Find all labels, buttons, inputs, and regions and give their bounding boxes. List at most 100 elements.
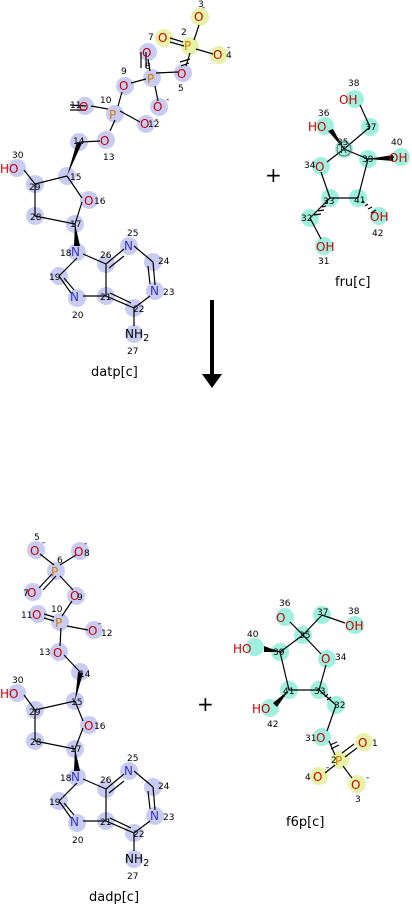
svg-text:41: 41 bbox=[354, 196, 365, 206]
atom-p10: P bbox=[109, 108, 116, 122]
atom-o5: O bbox=[30, 544, 39, 558]
svg-text:17: 17 bbox=[70, 220, 81, 230]
atom-ho30: HO bbox=[0, 687, 18, 701]
atom-o11: O bbox=[32, 608, 41, 622]
svg-text:35: 35 bbox=[337, 138, 348, 148]
charge: - bbox=[98, 619, 101, 629]
svg-text:28: 28 bbox=[30, 213, 42, 223]
atom-o1: O bbox=[158, 31, 167, 45]
atom-o9: O bbox=[119, 79, 128, 93]
atom-n18: N bbox=[71, 770, 80, 784]
atom-p6: P bbox=[51, 565, 58, 579]
svg-text:40: 40 bbox=[247, 630, 259, 640]
svg-text:40: 40 bbox=[391, 138, 403, 148]
svg-text:27: 27 bbox=[127, 347, 138, 357]
reaction-arrow bbox=[202, 300, 222, 388]
svg-text:25: 25 bbox=[127, 754, 138, 764]
svg-text:16: 16 bbox=[94, 722, 106, 732]
charge: - bbox=[166, 95, 169, 105]
svg-text:36: 36 bbox=[318, 109, 330, 119]
svg-text:37: 37 bbox=[365, 123, 376, 133]
svg-text:10: 10 bbox=[100, 96, 112, 106]
atom-oh38: OH bbox=[345, 619, 363, 633]
svg-text:18: 18 bbox=[60, 774, 72, 784]
atom-oh38: OH bbox=[339, 93, 357, 107]
atom-o4: O bbox=[313, 770, 322, 784]
svg-text:7: 7 bbox=[23, 589, 29, 599]
svg-text:12: 12 bbox=[101, 629, 112, 639]
atom-n23: N bbox=[150, 809, 159, 823]
svg-text:32: 32 bbox=[301, 214, 312, 224]
svg-text:HO: HO bbox=[0, 162, 18, 176]
svg-text:1: 1 bbox=[372, 739, 378, 749]
caption-f6p: f6p[c] bbox=[286, 815, 325, 830]
svg-text:13: 13 bbox=[103, 153, 114, 163]
atom-p2: P bbox=[184, 39, 191, 53]
svg-text:8: 8 bbox=[84, 549, 90, 559]
caption-datp: datp[c] bbox=[91, 365, 138, 380]
svg-text:15: 15 bbox=[70, 173, 81, 183]
atom-o5: O bbox=[177, 67, 186, 81]
caption-dadp: dadp[c] bbox=[89, 890, 140, 905]
atom-p6: P bbox=[147, 72, 154, 86]
atom-o16: O bbox=[84, 194, 93, 208]
atom-o3: O bbox=[351, 778, 360, 792]
svg-text:30: 30 bbox=[12, 676, 24, 686]
svg-text:19: 19 bbox=[49, 273, 61, 283]
atom-n25: N bbox=[124, 239, 133, 253]
atom-o36: O bbox=[276, 611, 285, 625]
atom-o12: O bbox=[88, 624, 97, 638]
atom-o34: O bbox=[315, 160, 324, 174]
svg-text:19: 19 bbox=[49, 798, 61, 808]
svg-text:3: 3 bbox=[198, 0, 204, 10]
svg-text:5: 5 bbox=[178, 84, 184, 94]
charge: - bbox=[227, 43, 230, 53]
svg-text:42: 42 bbox=[372, 229, 383, 239]
charge: - bbox=[202, 3, 205, 13]
svg-text:9: 9 bbox=[121, 67, 127, 77]
svg-text:39: 39 bbox=[273, 648, 285, 658]
svg-text:31: 31 bbox=[318, 257, 329, 267]
svg-text:39: 39 bbox=[362, 155, 374, 165]
atom-n23: N bbox=[150, 284, 159, 298]
svg-text:24: 24 bbox=[158, 257, 170, 267]
svg-text:31: 31 bbox=[305, 734, 316, 744]
svg-text:22: 22 bbox=[133, 830, 144, 840]
atom-o7: O bbox=[27, 586, 36, 600]
svg-text:33: 33 bbox=[323, 197, 334, 207]
svg-text:35: 35 bbox=[299, 631, 310, 641]
molecule-dadp: HO O O P O O O P O O O N N N N NH2 - - -… bbox=[0, 533, 174, 882]
svg-text:30: 30 bbox=[12, 151, 24, 161]
charge: - bbox=[326, 763, 329, 773]
atom-ho42: HO bbox=[252, 702, 270, 716]
atom-ho40: HO bbox=[233, 642, 251, 656]
atom-ho36: HO bbox=[308, 120, 326, 134]
svg-text:17: 17 bbox=[70, 745, 81, 755]
svg-text:22: 22 bbox=[133, 305, 144, 315]
svg-text:34: 34 bbox=[335, 653, 347, 663]
svg-text:25: 25 bbox=[127, 229, 138, 239]
svg-text:14: 14 bbox=[79, 670, 91, 680]
svg-text:4: 4 bbox=[226, 51, 232, 61]
charge: - bbox=[155, 115, 158, 125]
atom-oh40: OH bbox=[389, 151, 407, 165]
svg-text:7: 7 bbox=[148, 33, 154, 43]
atom-oh31: OH bbox=[316, 240, 334, 254]
svg-text:34: 34 bbox=[304, 161, 316, 171]
svg-text:18: 18 bbox=[60, 249, 72, 259]
atom-o8: O bbox=[142, 46, 151, 60]
atom-o13: O bbox=[100, 134, 109, 148]
atom-oh42: OH bbox=[370, 210, 388, 224]
atom-n18: N bbox=[71, 245, 80, 259]
svg-text:42: 42 bbox=[267, 720, 278, 730]
atom-o16: O bbox=[84, 719, 93, 733]
svg-text:26: 26 bbox=[100, 776, 112, 786]
charge: - bbox=[42, 538, 45, 548]
